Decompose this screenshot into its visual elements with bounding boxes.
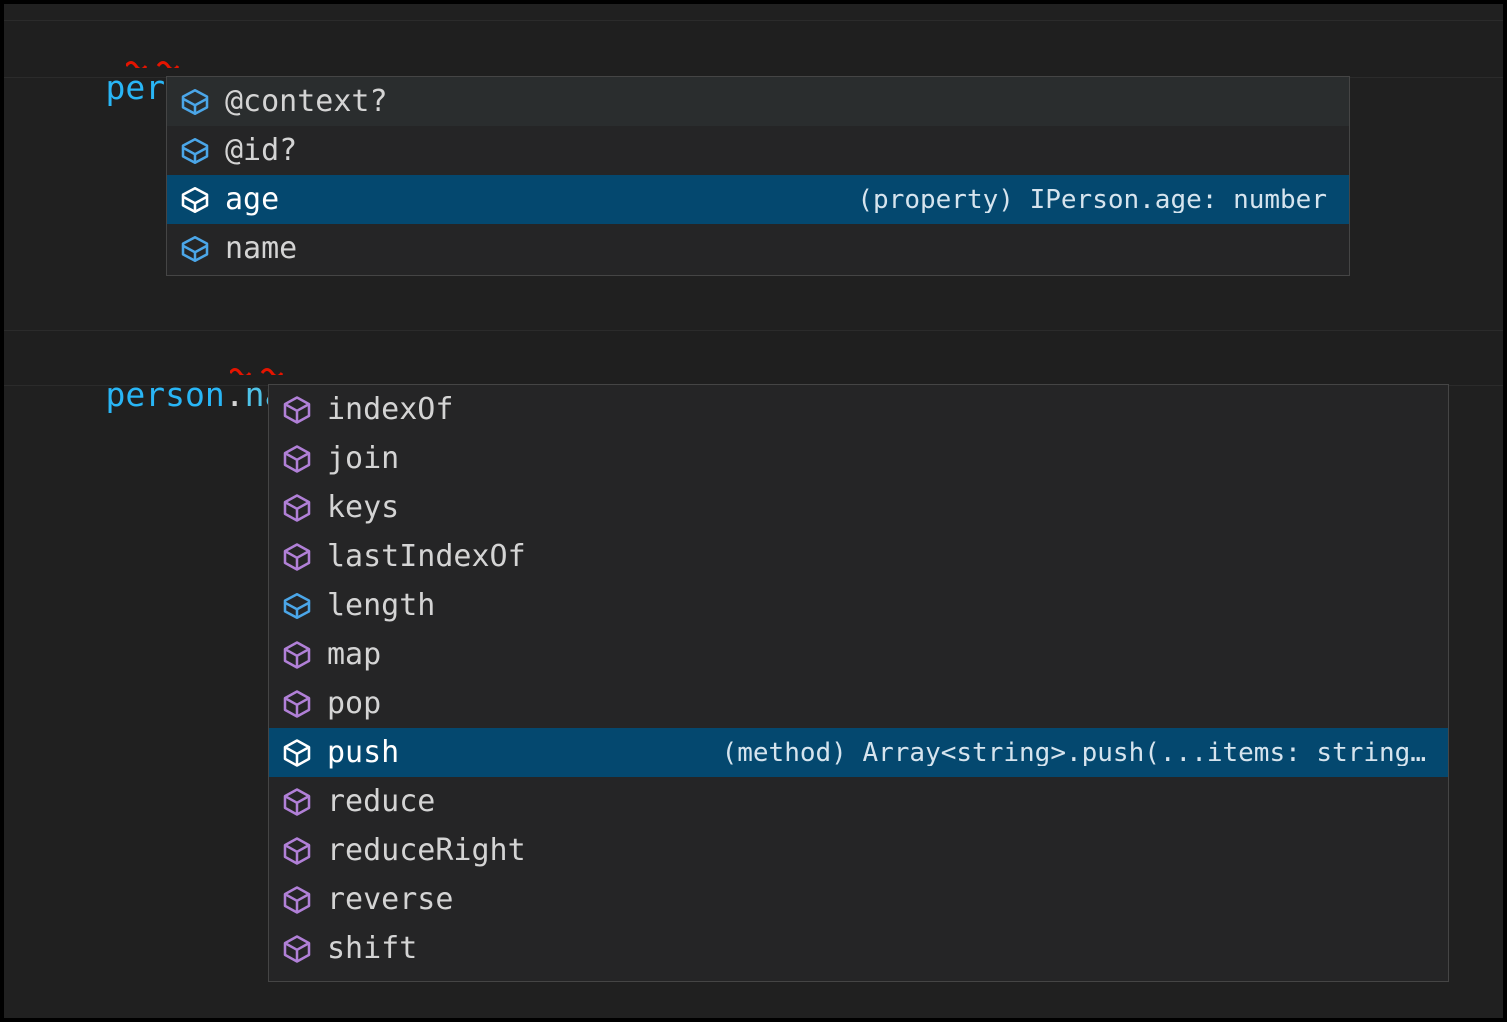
suggest-item-label: keys [327, 489, 400, 525]
suggest-item-detail: (property) IPerson.age: number [857, 186, 1327, 213]
suggest-item-length[interactable]: length [269, 581, 1448, 630]
suggest-item-label: name [225, 230, 298, 266]
cube-method-icon [283, 836, 311, 865]
cube-property-icon [181, 88, 209, 115]
suggest-item-age[interactable]: age (property) IPerson.age: number [167, 175, 1349, 224]
suggest-item-label: reverse [327, 881, 454, 917]
suggest-item-map[interactable]: map [269, 630, 1448, 679]
suggest-item-label: indexOf [327, 391, 454, 427]
suggest-item-label: length [327, 587, 436, 623]
suggest-item-label: lastIndexOf [327, 538, 526, 574]
suggest-item-pop[interactable]: pop [269, 679, 1448, 728]
cube-method-icon [283, 738, 311, 767]
cube-method-icon [283, 934, 311, 963]
suggest-item-label: pop [327, 685, 382, 721]
suggest-item-label: @id? [225, 132, 298, 168]
suggest-item-label: map [327, 636, 382, 672]
error-squiggle-line-2 [230, 367, 294, 375]
suggest-item-name[interactable]: name [167, 224, 1349, 273]
cube-property-icon [283, 592, 311, 619]
editor-band-upper [4, 21, 1503, 77]
suggest-item-push[interactable]: push (method) Array<string>.push(...item… [269, 728, 1448, 777]
suggest-item-shift[interactable]: shift [269, 924, 1448, 973]
cube-method-icon [283, 787, 311, 816]
suggest-item-join[interactable]: join [269, 434, 1448, 483]
cube-method-icon [283, 689, 311, 718]
cube-method-icon [283, 395, 311, 424]
suggest-item-keys[interactable]: keys [269, 483, 1448, 532]
token-dot-1: . [224, 375, 245, 414]
suggest-item-id[interactable]: @id? [167, 126, 1349, 175]
suggest-item-label: shift [327, 930, 418, 966]
cube-method-icon [283, 493, 311, 522]
suggest-item-detail: (method) Array<string>.push(...items: st… [721, 739, 1426, 766]
cube-property-icon [181, 186, 209, 213]
suggest-item-reverse[interactable]: reverse [269, 875, 1448, 924]
editor-divider-top [4, 20, 1503, 21]
suggest-item-label: age [225, 181, 280, 217]
suggest-widget-array-members[interactable]: indexOf join keys [268, 384, 1449, 982]
suggest-item-context[interactable]: @context? [167, 77, 1349, 126]
suggest-item-label: push [327, 734, 400, 770]
editor-divider-mid [4, 330, 1503, 331]
cube-method-icon [283, 542, 311, 571]
suggest-widget-properties[interactable]: @context? @id? age (property) IPerson.ag… [166, 76, 1350, 276]
cube-property-icon [181, 137, 209, 164]
suggest-item-label: join [327, 440, 400, 476]
cube-method-icon [283, 885, 311, 914]
cube-method-icon [283, 640, 311, 669]
cube-method-icon [283, 444, 311, 473]
editor-band-lower [4, 331, 1503, 385]
suggest-item-lastindexof[interactable]: lastIndexOf [269, 532, 1448, 581]
suggest-item-label: reduceRight [327, 832, 526, 868]
token-variable-person: person [105, 375, 225, 414]
suggest-item-indexof[interactable]: indexOf [269, 385, 1448, 434]
suggest-item-label: @context? [225, 83, 388, 119]
suggest-item-label: reduce [327, 783, 436, 819]
error-squiggle-line-1 [126, 60, 190, 68]
cube-property-icon [181, 235, 209, 262]
suggest-item-reduce[interactable]: reduce [269, 777, 1448, 826]
suggest-item-reduceright[interactable]: reduceRight [269, 826, 1448, 875]
